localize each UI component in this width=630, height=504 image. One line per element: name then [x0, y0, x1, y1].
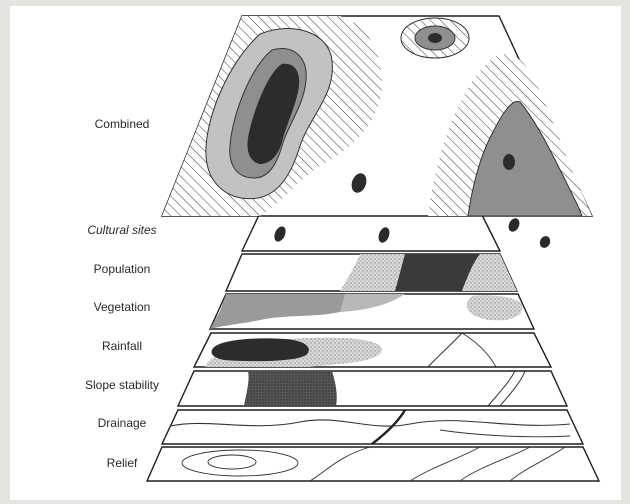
label-vegetation: Vegetation	[94, 300, 151, 314]
label-relief: Relief	[107, 456, 138, 470]
cultural-site-marker	[538, 234, 552, 249]
relief-layer	[147, 447, 599, 481]
rainfall-layer	[194, 333, 551, 367]
drainage-layer	[162, 410, 583, 444]
combined-zone-dark	[503, 154, 515, 170]
population-layer	[226, 254, 517, 291]
combined-zone-dark	[428, 33, 442, 43]
vegetation-layer	[210, 294, 534, 329]
label-combined: Combined	[95, 117, 150, 131]
label-drainage: Drainage	[98, 416, 147, 430]
slope-stability-layer	[178, 371, 567, 406]
label-slope-stability: Slope stability	[85, 378, 159, 392]
layer-labels: Combined Cultural sites Population Veget…	[85, 117, 159, 470]
figure-panel: Combined Cultural sites Population Veget…	[10, 6, 621, 500]
cultural-site-marker	[507, 217, 522, 234]
label-rainfall: Rainfall	[102, 339, 142, 353]
gis-layer-stack-diagram: Combined Cultural sites Population Veget…	[10, 6, 621, 500]
label-cultural-sites: Cultural sites	[87, 223, 156, 237]
label-population: Population	[94, 262, 151, 276]
cultural-sites-layer	[242, 215, 552, 251]
slope-unstable-zone	[244, 371, 337, 406]
combined-layer	[162, 16, 592, 216]
